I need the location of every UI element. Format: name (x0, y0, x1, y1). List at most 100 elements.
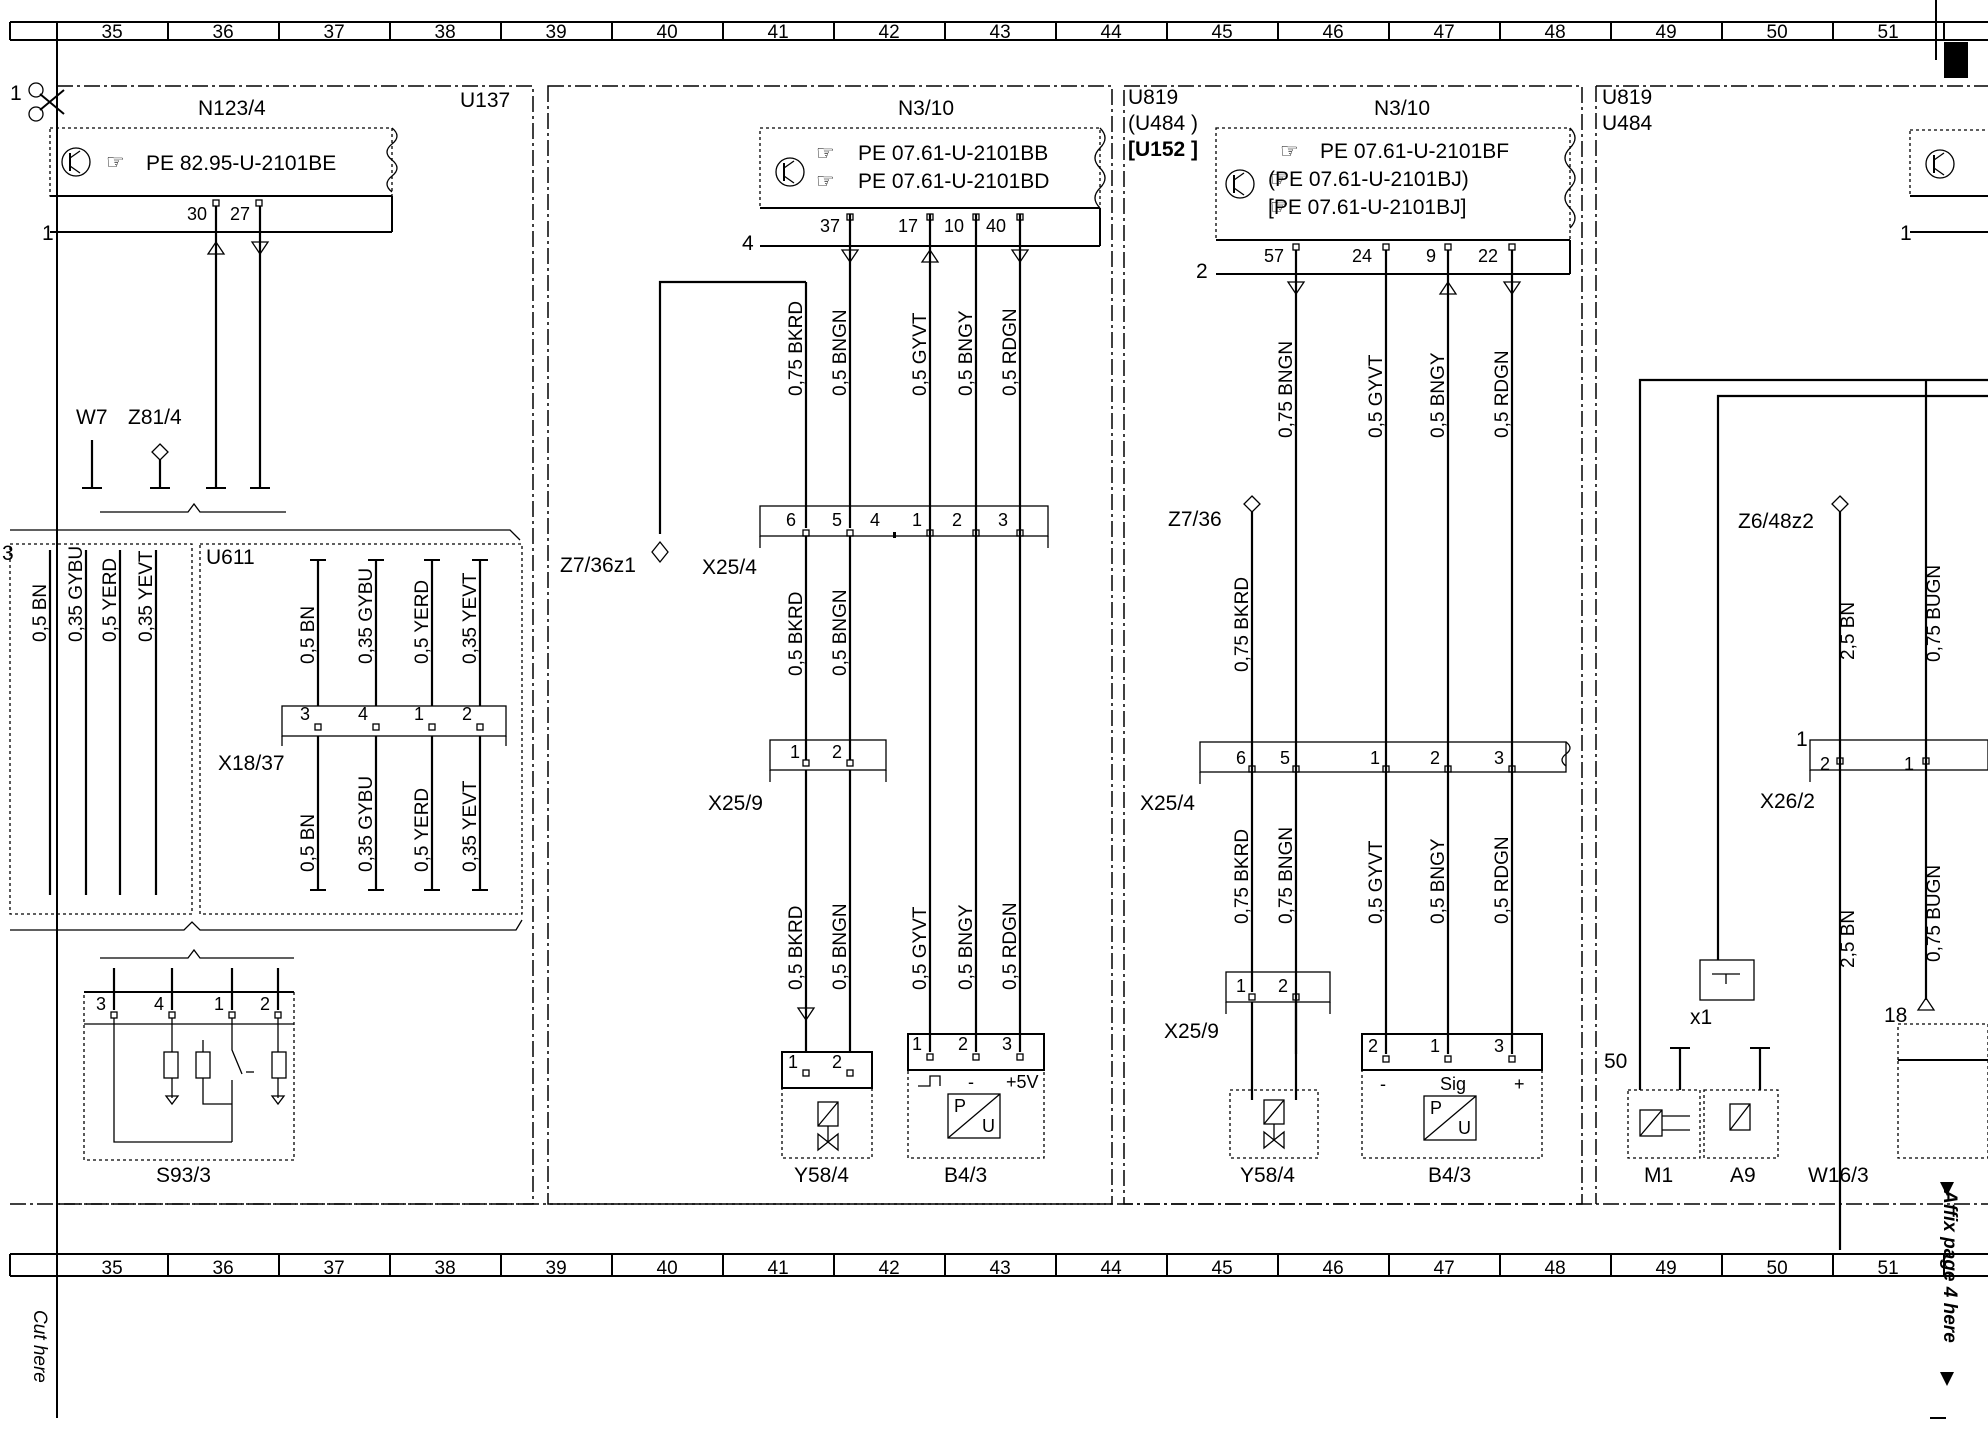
wire-label: 0,75 BKRD (1232, 577, 1253, 672)
pin-number: 1 (912, 1034, 922, 1054)
w16-3-label: W16/3 (1808, 1164, 1869, 1187)
ruler-number: 37 (324, 22, 345, 43)
section-u137: N123/4 U137 ☞ PE 82.95-U-2101BE 1 30 27 … (2, 85, 534, 1205)
starter-motor-icon (1639, 1109, 1690, 1137)
ruler-number: 42 (879, 1258, 900, 1279)
section-n3-10-b: U819 (U484 ) [U152 ] N3/10 ☞ PE 07.61-U-… (1123, 85, 1583, 1205)
module-n123-4: N123/4 (198, 97, 266, 120)
wire-label: 0,75 BKRD (786, 301, 807, 396)
pin-number: 6 (786, 510, 796, 530)
ruler-number: 39 (546, 22, 567, 43)
ref-bb: PE 07.61-U-2101BB (858, 142, 1048, 165)
pin-number: 1 (1430, 1036, 1440, 1056)
ruler-number: 47 (1434, 22, 1455, 43)
svg-text:3: 3 (2, 542, 14, 565)
wire-label: 0,5 BNGY (956, 904, 977, 990)
wire-label: 0,5 YERD (412, 788, 433, 872)
wire-label: 0,5 BN (30, 584, 51, 642)
transistor-icon (1925, 149, 1955, 179)
svg-text:Sig: Sig (1440, 1074, 1466, 1094)
pin-number: 22 (1478, 246, 1498, 266)
wire-label: 0,5 BKRD (786, 592, 807, 676)
ruler-number: 38 (435, 22, 456, 43)
pin-number: 57 (1264, 246, 1284, 266)
hand-ref-icon: ☞ (1270, 168, 1289, 191)
pin-number: 24 (1352, 246, 1372, 266)
conn-number: 2 (1196, 260, 1208, 283)
transistor-icon (775, 157, 805, 187)
module-n3-10-b: N3/10 (1374, 97, 1430, 120)
u611-label: U611 (206, 546, 255, 569)
wire-label: 0,5 BNGN (830, 589, 851, 676)
ruler-number: 48 (1545, 22, 1566, 43)
pin-number: 3 (998, 510, 1008, 530)
svg-text:1: 1 (1904, 754, 1914, 774)
wire-label: 0,35 GYBU (66, 546, 87, 642)
transistor-icon (61, 147, 91, 177)
wire-label: 0,35 YEVT (460, 780, 481, 872)
svg-text:18: 18 (1884, 1004, 1907, 1027)
variant-u819: U819 (1128, 86, 1178, 109)
ruler-number: 44 (1101, 22, 1123, 43)
pin-number: 2 (260, 994, 270, 1014)
ruler-number: 36 (213, 22, 234, 43)
pressure-sensor-icon: P U (1423, 1095, 1477, 1141)
section-n3-10-a: N3/10 ☞ PE 07.61-U-2101BB ☞ PE 07.61-U-2… (547, 85, 1113, 1205)
wire-label: 0,5 RDGN (1000, 902, 1021, 990)
ruler-number: 45 (1212, 1258, 1233, 1279)
ruler-number: 38 (435, 1258, 456, 1279)
svg-text:2,5 BN: 2,5 BN (1838, 910, 1859, 968)
ruler-number: 43 (990, 1258, 1011, 1279)
s93-label: S93/3 (156, 1164, 211, 1187)
svg-text:-: - (968, 1072, 974, 1092)
wire-label: 0,5 BKRD (786, 906, 807, 990)
pin-number: 2 (1278, 976, 1288, 996)
pin-number: 3 (1494, 748, 1504, 768)
pin-number: 2 (952, 510, 962, 530)
variant-u819-b: U819 (1602, 86, 1652, 109)
ruler-number: 51 (1878, 1258, 1899, 1279)
page-marker (1944, 42, 1968, 78)
svg-text:0,75 BUGN: 0,75 BUGN (1924, 865, 1945, 962)
pin-number: 3 (300, 704, 310, 724)
variant-u152: [U152 ] (1128, 138, 1198, 161)
wire-label: 0,75 BNGN (1276, 341, 1297, 438)
pin-number: 1 (788, 1052, 798, 1072)
hand-ref-icon: ☞ (1270, 196, 1289, 219)
ref-bf: PE 07.61-U-2101BF (1320, 140, 1509, 163)
hand-ref-icon: ☞ (816, 142, 835, 165)
wire-label: 0,75 BNGN (1276, 827, 1297, 924)
pin-number: 5 (832, 510, 842, 530)
pin-number: 1 (214, 994, 224, 1014)
wire-label: 0,35 GYBU (356, 776, 377, 872)
a9-label: A9 (1730, 1164, 1756, 1187)
pin-number: 9 (1426, 246, 1436, 266)
conn-number: 4 (742, 232, 754, 255)
b4-3-label: B4/3 (944, 1164, 987, 1187)
cut-here-label: Cut here (29, 1310, 50, 1383)
wire-label: 0,5 GYVT (1366, 840, 1387, 924)
svg-text:U: U (982, 1116, 995, 1136)
z7-36: Z7/36 (1168, 508, 1222, 531)
svg-text:2,5 BN: 2,5 BN (1838, 602, 1859, 660)
ref-bd: PE 07.61-U-2101BD (858, 170, 1049, 193)
b4-3-b-label: B4/3 (1428, 1164, 1471, 1187)
top-ruler: 353637383940414243444546474849505152 (9, 21, 1988, 43)
ruler-number: 40 (657, 22, 678, 43)
ruler-number: 40 (657, 1258, 678, 1279)
svg-text:50: 50 (1604, 1050, 1627, 1073)
wire-label: 0,5 GYVT (910, 906, 931, 990)
pressure-sensor-icon: P U (947, 1093, 1001, 1139)
pin-number: 2 (958, 1034, 968, 1054)
y58-4-label: Y58/4 (794, 1164, 849, 1187)
wire-label: 0,35 GYBU (356, 568, 377, 664)
svg-text:0,75 BUGN: 0,75 BUGN (1924, 565, 1945, 662)
svg-text:P: P (954, 1096, 966, 1116)
pin-number: 17 (898, 216, 918, 236)
ruler-number: 43 (990, 22, 1011, 43)
ruler-number: 50 (1767, 22, 1788, 43)
svg-text:P: P (1430, 1098, 1442, 1118)
ground-z81: Z81/4 (128, 406, 182, 429)
wire-label: 0,5 GYVT (910, 312, 931, 396)
wire-label: 0,5 BNGN (830, 903, 851, 990)
